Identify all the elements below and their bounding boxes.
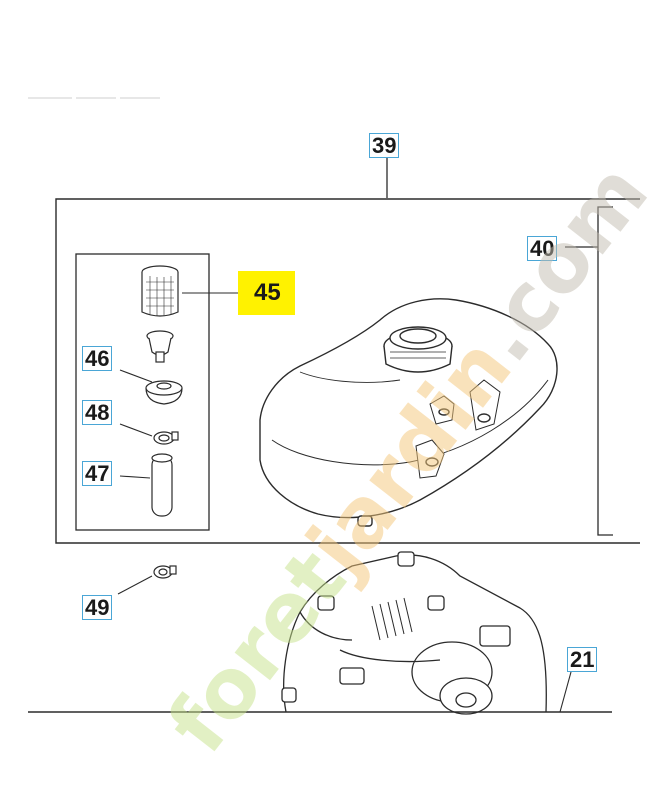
callout-40: 40 (527, 236, 558, 261)
assembly-box (55, 198, 640, 544)
fuel-filter-icon (141, 265, 179, 363)
leader-48 (119, 423, 153, 437)
leader-49 (117, 575, 153, 595)
hose-clamp-icon (153, 431, 179, 445)
callout-21: 21 (567, 647, 598, 672)
callout-45-highlighted: 45 (238, 271, 295, 315)
leader-47 (119, 475, 151, 479)
leader-21 (559, 671, 572, 713)
crankcase-icon (281, 551, 547, 715)
fuel-tank-icon (259, 298, 558, 527)
callout-47: 47 (82, 461, 113, 486)
callout-48: 48 (82, 400, 113, 425)
right-bracket (597, 206, 613, 536)
leader-46 (119, 369, 153, 383)
callout-46: 46 (82, 346, 113, 371)
callout-39: 39 (369, 133, 400, 158)
fuel-grommet-icon (145, 380, 183, 405)
filter-subbox (75, 253, 210, 531)
fuel-line-icon (151, 453, 173, 517)
callout-49: 49 (82, 595, 113, 620)
hose-clamp-49-icon (153, 565, 177, 579)
